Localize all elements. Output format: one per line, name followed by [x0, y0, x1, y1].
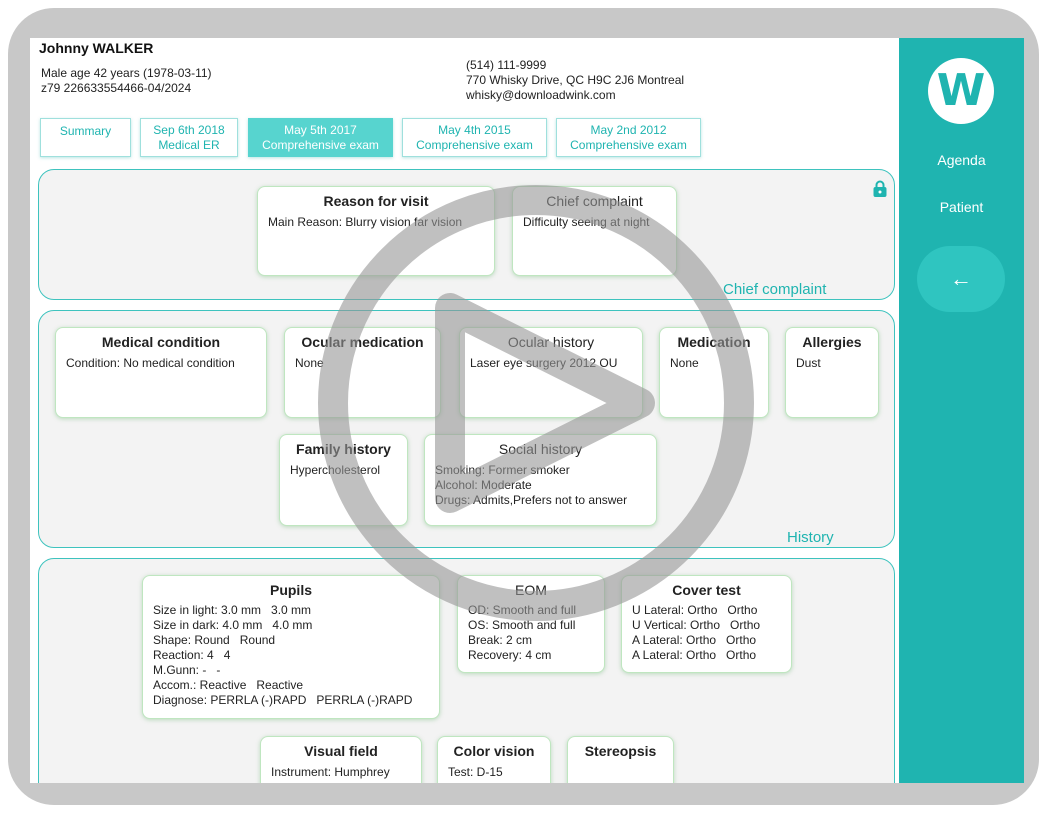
card-title: Medical condition: [101, 334, 221, 350]
ocular-medication-card[interactable]: Ocular medication None: [284, 327, 441, 418]
card-title: EOM: [515, 582, 547, 598]
tab-may-4-2015[interactable]: May 4th 2015 Comprehensive exam: [402, 118, 547, 157]
visual-field-card[interactable]: Visual field Instrument: Humphrey: [260, 736, 422, 783]
card-content: Test: D-15: [448, 765, 503, 779]
patient-phone: (514) 111-9999: [466, 58, 547, 72]
wink-logo-icon[interactable]: W: [928, 58, 994, 124]
reason-for-visit-card[interactable]: Reason for visit Main Reason: Blurry vis…: [257, 186, 495, 276]
patient-insurance-line: z79 226633554466-04/2024: [41, 81, 192, 95]
patient-contact: (514) 111-9999 770 Whisky Drive, QC H9C …: [466, 58, 684, 103]
history-section: Medical condition Condition: No medical …: [38, 310, 895, 548]
sidebar-item-patient[interactable]: Patient: [939, 199, 984, 215]
card-content: OD: Smooth and full OS: Smooth and full …: [468, 603, 577, 662]
ocular-history-card[interactable]: Ocular history Laser eye surgery 2012 OU: [459, 327, 643, 418]
tab-date: May 2nd 2012: [590, 123, 667, 137]
tab-may-5-2017[interactable]: May 5th 2017 Comprehensive exam: [248, 118, 393, 157]
chief-complaint-section: Reason for visit Main Reason: Blurry vis…: [38, 169, 895, 300]
card-content: Laser eye surgery 2012 OU: [470, 356, 618, 370]
tab-may-2-2012[interactable]: May 2nd 2012 Comprehensive exam: [556, 118, 701, 157]
card-title: Reason for visit: [323, 193, 429, 209]
card-title: Ocular history: [507, 334, 595, 350]
tab-type: Medical ER: [158, 138, 220, 152]
patient-age-line: Male age 42 years (1978-03-11): [41, 66, 212, 80]
sidebar-item-agenda[interactable]: Agenda: [937, 152, 986, 168]
tab-label: Summary: [59, 124, 112, 138]
family-history-card[interactable]: Family history Hypercholesterol: [279, 434, 408, 526]
card-content: Hypercholesterol: [290, 463, 381, 477]
card-title: Stereopsis: [584, 743, 657, 759]
card-title: Family history: [296, 441, 391, 457]
card-content: Difficulty seeing at night: [523, 215, 650, 229]
card-content: Instrument: Humphrey: [271, 765, 390, 779]
tab-type: Comprehensive exam: [262, 138, 379, 152]
card-title: Social history: [498, 441, 583, 457]
card-content: Condition: No medical condition: [66, 356, 235, 370]
card-title: Ocular medication: [301, 334, 424, 350]
patient-name: Johnny WALKER: [39, 40, 154, 56]
tab-type: Comprehensive exam: [416, 138, 533, 152]
card-title: Visual field: [304, 743, 378, 759]
tab-summary[interactable]: Summary: [40, 118, 131, 157]
tab-date: Sep 6th 2018: [153, 123, 225, 137]
patient-address: 770 Whisky Drive, QC H9C 2J6 Montreal: [466, 73, 685, 87]
eom-card[interactable]: EOM OD: Smooth and full OS: Smooth and f…: [457, 575, 605, 673]
pupils-card[interactable]: Pupils Size in light: 3.0 mm 3.0 mm Size…: [142, 575, 440, 719]
color-vision-card[interactable]: Color vision Test: D-15: [437, 736, 551, 783]
medication-card[interactable]: Medication None: [659, 327, 769, 418]
card-content: Smoking: Former smoker Alcohol: Moderate…: [435, 463, 628, 507]
card-content: Size in light: 3.0 mm 3.0 mm Size in dar…: [153, 603, 413, 707]
patient-email: whisky@downloadwink.com: [466, 88, 616, 102]
section-title: History: [787, 529, 834, 546]
card-title: Pupils: [269, 582, 312, 598]
allergies-card[interactable]: Allergies Dust: [785, 327, 879, 418]
card-content: U Lateral: Ortho Ortho U Vertical: Ortho…: [632, 603, 761, 662]
card-content: Main Reason: Blurry vision far vision: [268, 215, 463, 229]
stereopsis-card[interactable]: Stereopsis: [567, 736, 674, 783]
card-title: Color vision: [453, 743, 535, 759]
tab-type: Comprehensive exam: [570, 138, 687, 152]
arrow-left-icon: ←: [950, 266, 972, 291]
social-history-card[interactable]: Social history Smoking: Former smoker Al…: [424, 434, 657, 526]
tab-sep-6-2018[interactable]: Sep 6th 2018 Medical ER: [140, 118, 238, 157]
card-title: Cover test: [672, 582, 741, 598]
medical-condition-card[interactable]: Medical condition Condition: No medical …: [55, 327, 267, 418]
sidebar: W Agenda Patient ←: [899, 38, 1024, 783]
cover-test-card[interactable]: Cover test U Lateral: Ortho Ortho U Vert…: [621, 575, 792, 673]
card-title: Medication: [677, 334, 751, 350]
tab-date: May 4th 2015: [438, 123, 511, 137]
logo-letter: W: [936, 65, 986, 116]
exam-section: Pupils Size in light: 3.0 mm 3.0 mm Size…: [38, 558, 895, 783]
card-content: None: [295, 356, 324, 370]
tab-date: May 5th 2017: [284, 123, 357, 137]
patient-screen: Johnny WALKER Male age 42 years (1978-03…: [30, 38, 1023, 783]
card-content: Dust: [796, 356, 821, 370]
back-button[interactable]: ←: [917, 246, 1005, 312]
card-content: None: [670, 356, 699, 370]
section-title: Chief complaint: [723, 281, 827, 298]
lock-icon[interactable]: [873, 180, 887, 197]
card-title: Allergies: [802, 334, 862, 350]
chief-complaint-card[interactable]: Chief complaint Difficulty seeing at nig…: [512, 186, 677, 276]
patient-demographics: Male age 42 years (1978-03-11) z79 22663…: [41, 66, 212, 96]
card-title: Chief complaint: [546, 193, 643, 209]
